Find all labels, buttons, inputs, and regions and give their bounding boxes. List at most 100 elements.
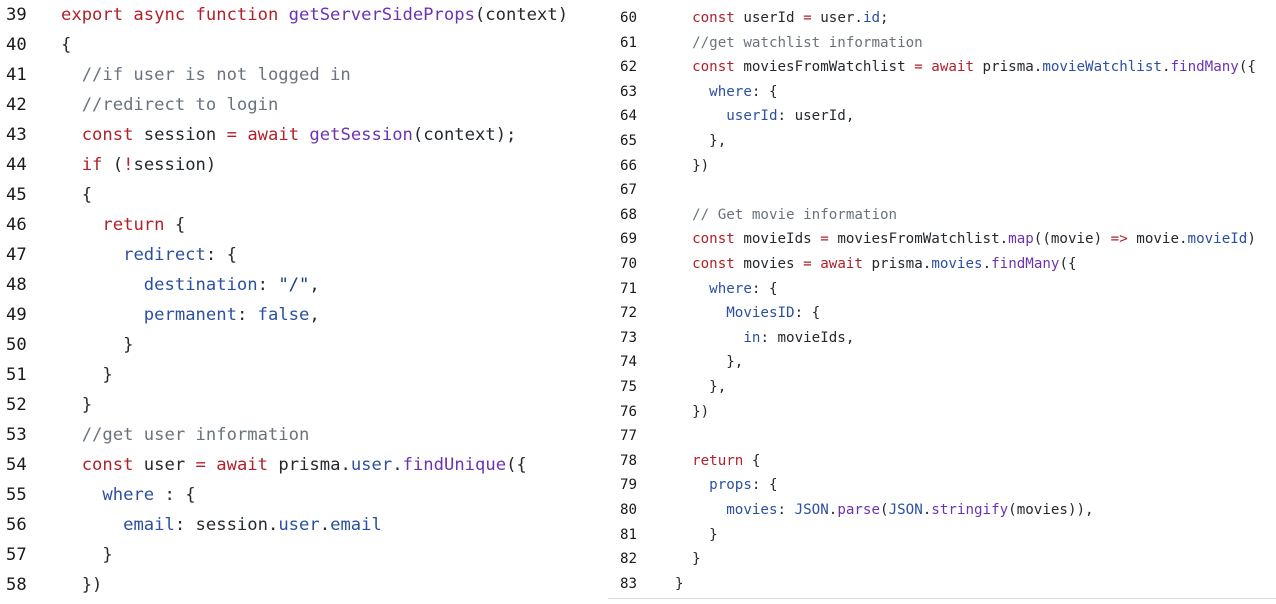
code-line: 81 } [608,523,718,548]
code-token: movies [734,256,804,272]
code-text: const userId = user.id; [675,10,889,26]
code-token: . [982,256,992,272]
code-text: }) [675,404,709,420]
code-token: MoviesID [726,305,795,322]
line-number: 83 [620,575,638,592]
code-line: 75 }, [608,375,726,400]
code-text: } [675,551,701,567]
code-token: ((movie) [1033,231,1111,248]
line-number: 44 [6,155,27,175]
code-token: : { [751,477,778,494]
code-text: where: { [675,281,777,297]
code-line: 49 permanent: false, [0,300,320,330]
line-number: 42 [6,95,27,115]
code-token: movieWatchlist [1042,59,1162,76]
code-token: session [133,125,227,145]
code-text: in: movieIds, [675,330,854,346]
code-token [61,125,82,145]
line-number: 60 [620,10,638,26]
code-token: }, [675,379,727,395]
code-token: //redirect to login [61,95,279,115]
code-token: if [81,155,103,175]
code-token: , [309,275,320,295]
code-text: } [61,365,112,385]
code-line: 70 const movies = await prisma.movies.fi… [608,252,1077,277]
code-text: // Get movie information [675,207,897,223]
code-line: 62 const moviesFromWatchlist = await pri… [608,55,1256,80]
code-token [206,455,216,475]
code-token: await [820,256,863,272]
code-token: const [692,256,735,272]
code-line: 79 props: { [608,473,778,498]
code-token: }, [675,133,727,149]
line-number: 62 [620,59,638,76]
code-token: //get watchlist information [675,34,923,51]
code-token: JSON [794,502,829,518]
line-number: 39 [6,5,27,25]
code-line: 58 }) [0,570,102,600]
code-line: 71 where: { [608,277,778,302]
code-token: export async function [61,5,289,25]
code-line: 56 email: session.user.email [0,510,382,540]
code-text: redirect: { [61,245,237,265]
code-line: 73 in: movieIds, [608,326,854,351]
code-token [675,59,692,75]
code-token: const [692,59,735,76]
code-token: , [309,305,320,325]
code-token: }) [675,157,710,174]
line-number: 54 [6,455,27,475]
code-token: session) [133,155,217,175]
code-token: //if user is not logged in [61,65,351,85]
code-line: 41 //if user is not logged in [0,60,351,90]
code-line: 61 //get watchlist information [608,31,923,56]
code-token [675,281,709,297]
code-token: }) [675,403,710,420]
code-token: const [81,455,134,475]
code-token: in [743,329,761,346]
code-text: }, [675,354,743,370]
code-token: . [1161,59,1171,76]
code-token: props [709,477,752,494]
code-token: redirect [123,245,206,265]
code-text: props: { [675,477,778,494]
code-token [61,455,82,475]
code-token: : userId, [777,108,855,125]
code-token: where [709,83,752,100]
code-text: where : { [61,485,195,505]
code-token: } [61,545,113,565]
code-text: const movieIds = moviesFromWatchlist.map… [675,231,1256,247]
code-token: ; [880,10,889,26]
code-text: } [675,576,684,592]
code-line: 65 }, [608,129,726,154]
code-token [675,256,692,272]
line-number: 76 [620,403,638,420]
code-line: 72 MoviesID: { [608,301,820,326]
code-token: const [81,125,134,145]
code-token: user [133,455,196,475]
code-token: return [102,215,165,235]
code-token: } [675,526,718,543]
code-token: ( [102,155,124,175]
code-text: }) [675,158,709,174]
line-number: 58 [6,575,27,595]
line-number: 49 [6,305,27,325]
code-token: movie. [1127,231,1188,248]
code-token: ({ [506,455,527,475]
line-number: 51 [6,365,27,385]
code-token: : { [794,305,821,322]
code-text: return { [675,453,760,469]
code-text: } [61,545,113,565]
line-number: 47 [6,245,27,265]
line-number: 79 [620,477,638,494]
code-text: //get watchlist information [675,35,923,51]
code-line: 77 [608,424,675,449]
code-line: 42 //redirect to login [0,90,278,120]
code-token: where [102,485,155,505]
code-token: user. [811,10,863,26]
code-token: moviesFromWatchlist. [828,231,1009,248]
line-number: 68 [620,206,638,223]
code-token: userId [734,10,804,26]
line-number: 66 [620,157,638,174]
panel-bottom-border [608,598,1276,599]
code-token: userId [726,108,778,125]
